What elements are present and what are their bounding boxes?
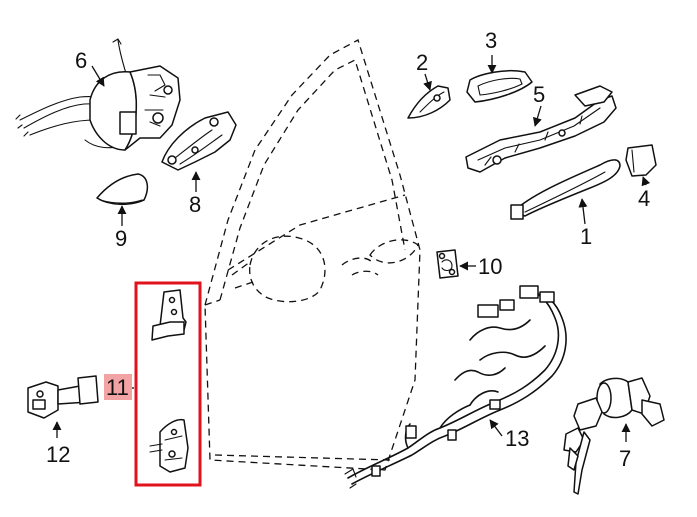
door-handle-outline [369, 239, 419, 264]
part-7-key-cylinder [563, 377, 665, 495]
part-5-handle-frame [465, 85, 617, 173]
part-9-handle-cover [96, 173, 149, 205]
label-8: 8 [189, 192, 201, 217]
part-1-outer-handle [510, 159, 621, 220]
label-6: 6 [75, 48, 87, 73]
mirror-outline [249, 235, 326, 303]
label-13: 13 [505, 426, 529, 451]
label-7: 7 [619, 446, 631, 471]
part-6-lock-actuator [15, 38, 181, 151]
label-9: 9 [115, 226, 127, 251]
part-12-door-check [27, 375, 99, 419]
label-10: 10 [478, 254, 502, 279]
label-12: 12 [46, 442, 70, 467]
lower-hinge [149, 418, 189, 473]
label-5: 5 [533, 82, 545, 107]
part-11-hinges [126, 281, 202, 487]
label-11: 11 [106, 375, 129, 400]
part-13-wiring-harness [344, 285, 567, 489]
part-3-gasket [466, 69, 533, 103]
part-4-cylinder-cap [625, 144, 657, 177]
door-outline [204, 39, 421, 471]
label-11-background [104, 374, 132, 400]
label-1: 1 [580, 224, 592, 249]
label-4: 4 [638, 186, 650, 211]
part-8-inner-handle [161, 111, 237, 171]
part-2-handle-base [407, 85, 451, 119]
part-10-striker [436, 249, 459, 279]
label-2: 2 [416, 50, 428, 75]
label-3: 3 [485, 28, 497, 53]
hinge-highlight-box [134, 281, 202, 487]
upper-hinge [151, 289, 187, 341]
